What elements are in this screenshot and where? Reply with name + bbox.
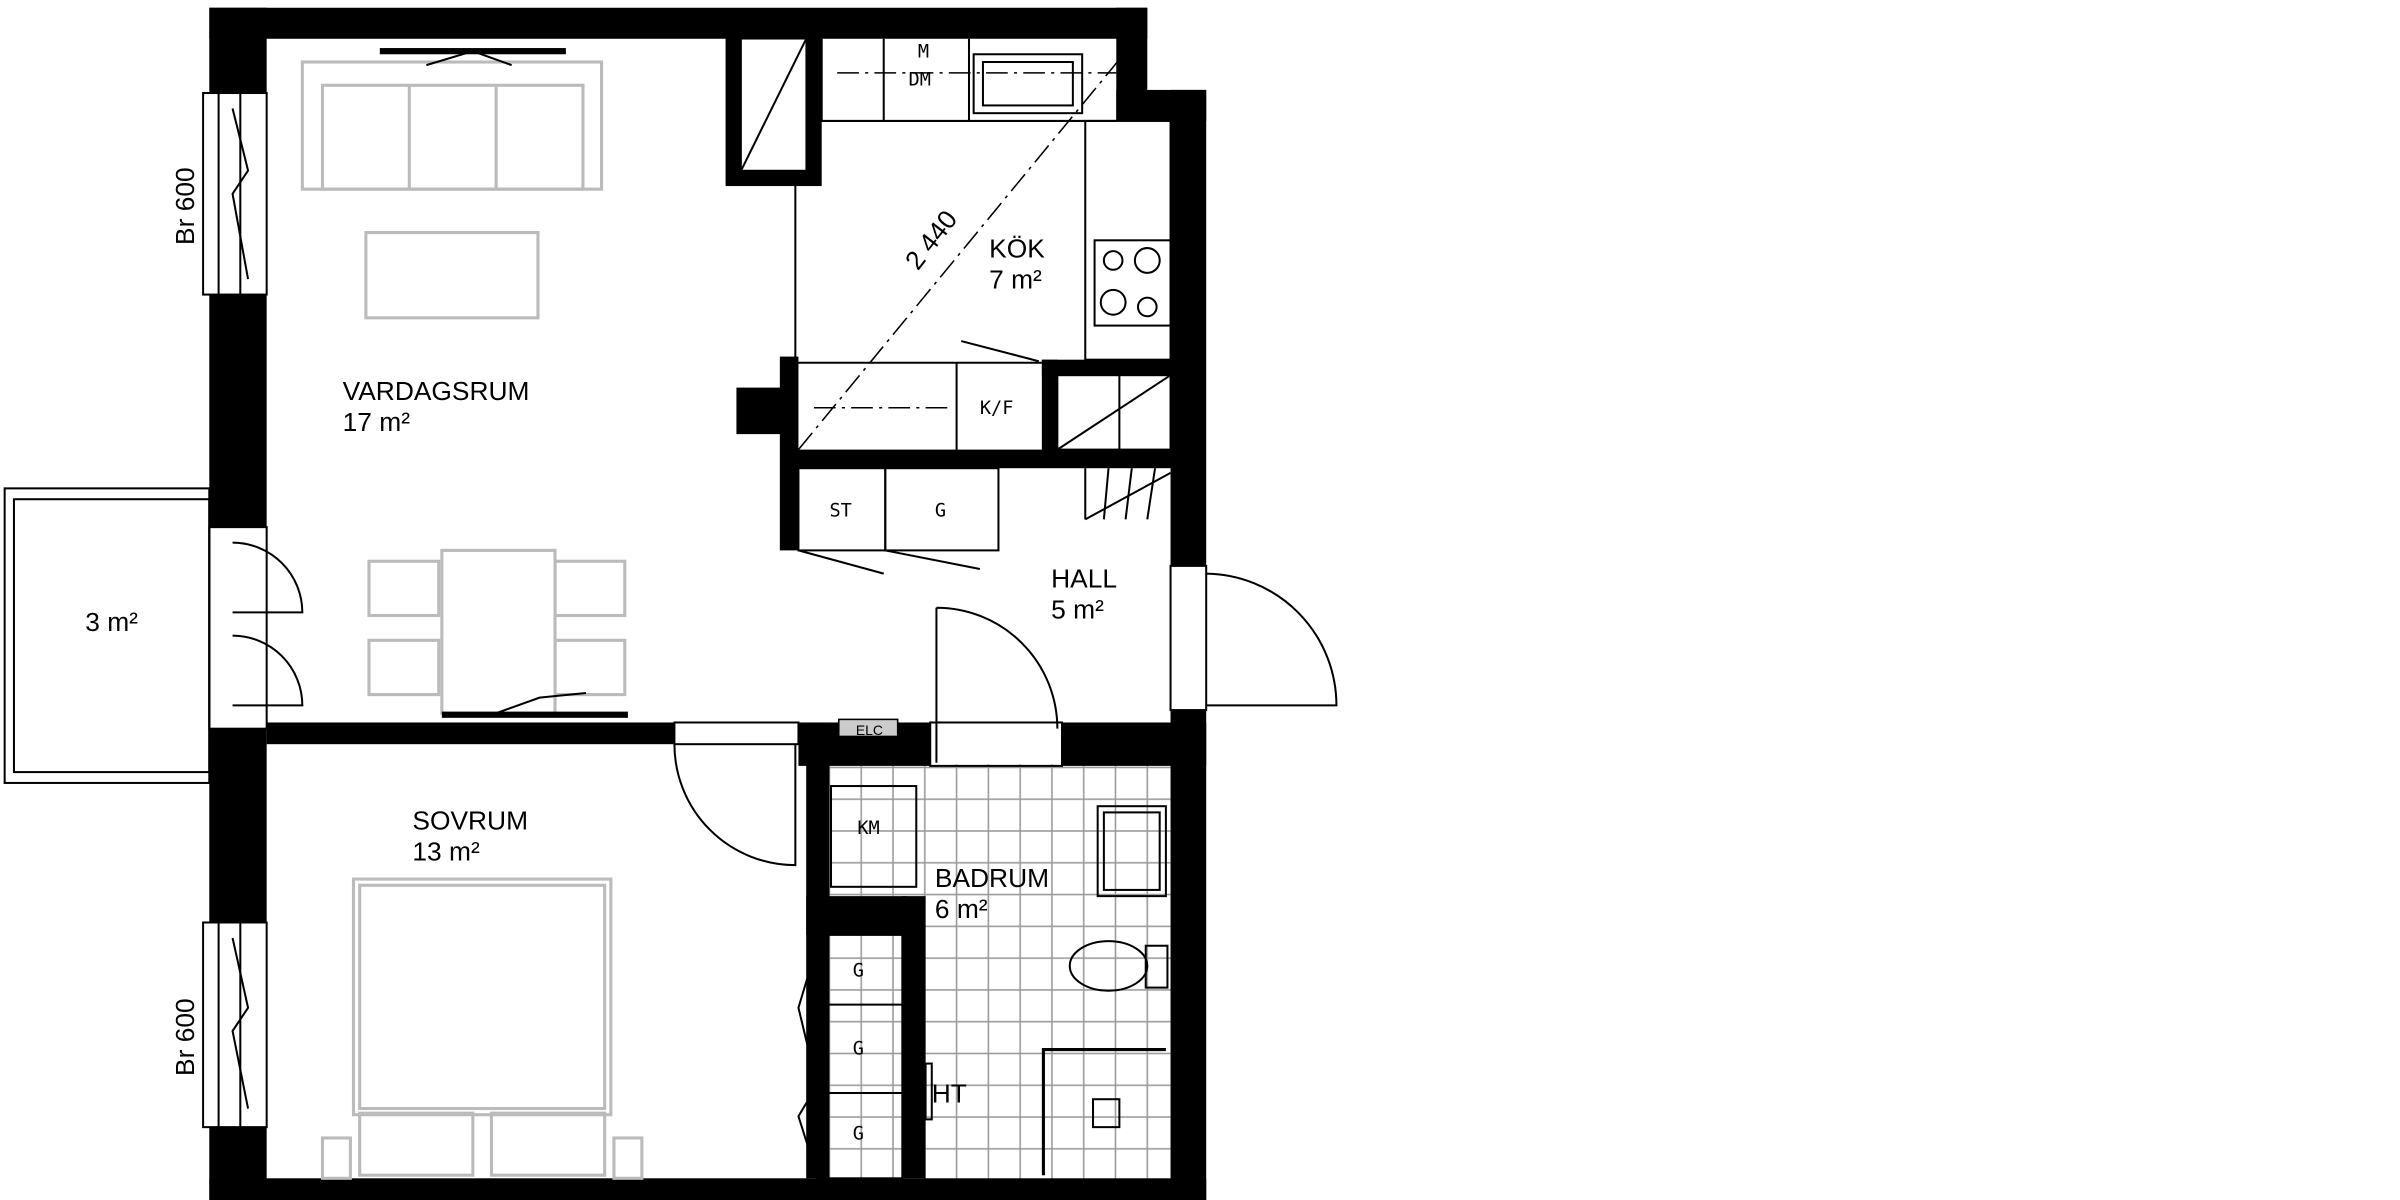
room-name-living: VARDAGSRUM	[343, 376, 530, 406]
microwave-label: M	[918, 41, 929, 62]
balcony	[3, 487, 304, 784]
fridge-freezer-label: K/F	[980, 398, 1014, 419]
washer-label: KM	[857, 818, 879, 839]
bed	[320, 877, 644, 1180]
room-name-bedroom: SOVRUM	[412, 805, 528, 835]
dishwasher-label: DM	[909, 69, 931, 90]
room-name-hall: HALL	[1051, 564, 1117, 594]
bathroom-door[interactable]	[929, 606, 1064, 767]
wardrobe-label: G	[853, 1124, 864, 1145]
room-name-bathroom: BADRUM	[935, 863, 1049, 893]
balcony-area: 3 m²	[85, 607, 138, 637]
bedroom-door[interactable]	[673, 721, 800, 867]
hall-closets	[797, 467, 1172, 575]
window-width-label: Br 600	[170, 167, 200, 245]
room-area-living: 17 m²	[343, 407, 411, 437]
cleaning-closet-label: ST	[829, 500, 851, 521]
bathroom-tile-floor	[829, 764, 1171, 1180]
tv	[379, 48, 628, 718]
room-area-bedroom: 13 m²	[412, 836, 480, 866]
towel-rail-label: HT	[932, 1078, 967, 1108]
room-area-bathroom: 6 m²	[935, 894, 988, 924]
dimension-label: 2 440	[899, 205, 963, 275]
wardrobe-label: G	[853, 961, 864, 982]
room-area-kitchen: 7 m²	[989, 264, 1042, 294]
window-living	[202, 92, 268, 296]
bathroom-fixtures	[830, 785, 1169, 1176]
wardrobe-label: G	[935, 500, 946, 521]
entrance-door[interactable]	[1169, 564, 1338, 712]
kitchen-cabinets	[794, 38, 1172, 451]
walls	[209, 7, 1207, 1200]
window-bedroom	[202, 921, 268, 1129]
electrical-cabinet-label: ELC	[856, 722, 883, 738]
room-name-kitchen: KÖK	[989, 233, 1045, 263]
wardrobe-label: G	[853, 1038, 864, 1059]
window-width-label: Br 600	[170, 998, 200, 1076]
room-area-hall: 5 m²	[1051, 595, 1104, 625]
bedroom-wardrobes	[797, 933, 904, 1180]
